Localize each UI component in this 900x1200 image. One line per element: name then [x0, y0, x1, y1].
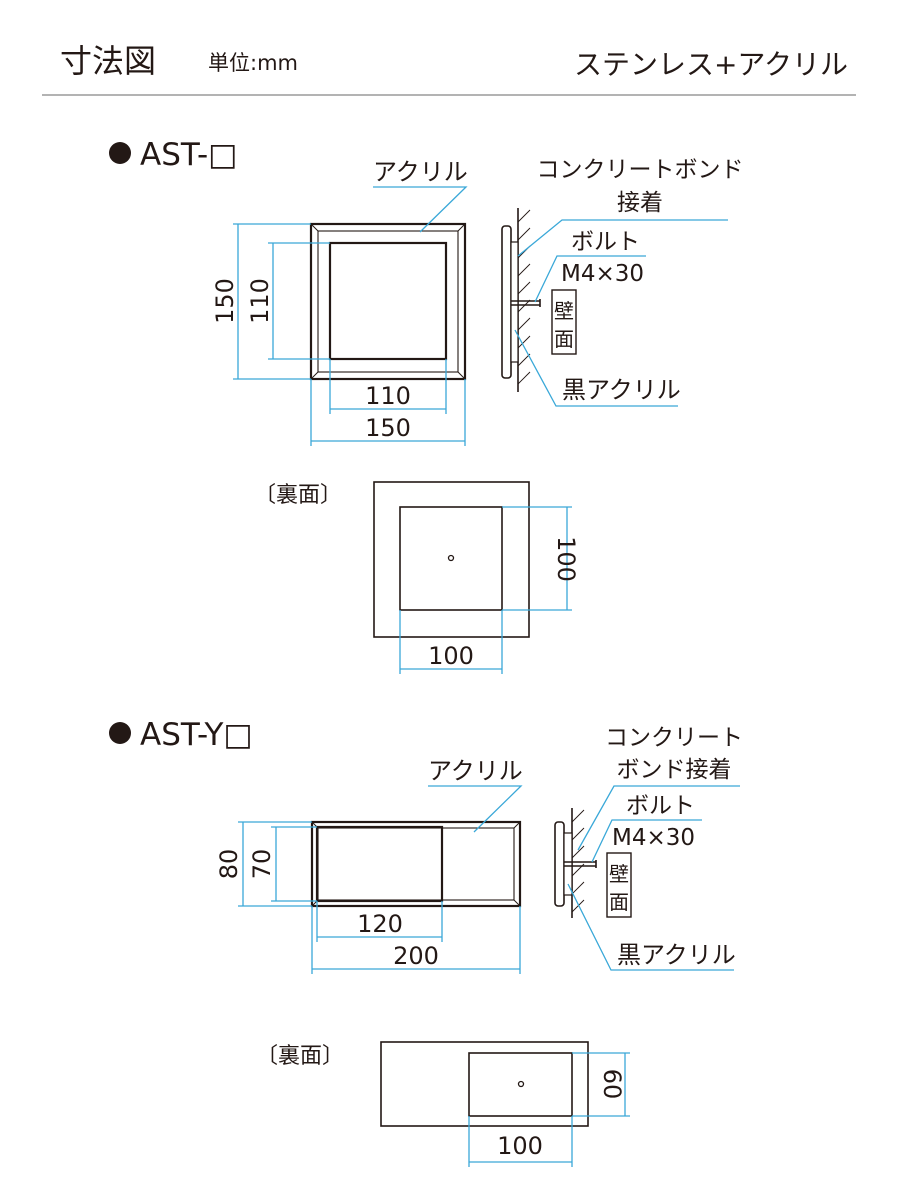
dim-inner-height: 70	[248, 826, 317, 902]
acrylic-label: アクリル	[373, 158, 468, 186]
bond-label-1: コンクリート	[605, 725, 743, 751]
back-recess	[399, 506, 503, 611]
acrylic-panel	[328, 241, 448, 361]
dim-back-height: 60	[572, 1052, 630, 1117]
wall-tag: 壁 面	[551, 289, 577, 355]
bullet-icon	[109, 142, 131, 164]
side-view	[501, 208, 541, 392]
black-acrylic-callout: 黒アクリル	[514, 329, 681, 407]
bond-label-1: コンクリートボンド	[537, 157, 744, 183]
section-ast-y: AST-Y□ アクリル 80 70	[109, 717, 743, 1167]
front-view	[309, 222, 467, 381]
bond-label-2: 接着	[617, 190, 663, 216]
dim-back-width: 100	[399, 610, 503, 674]
dim-label: 200	[393, 942, 439, 970]
front-view	[310, 820, 522, 908]
dim-label: 120	[357, 910, 403, 938]
side-view	[554, 808, 597, 918]
dim-label: 110	[246, 278, 274, 324]
plate-profile	[554, 821, 565, 907]
back-label: 〔裏面〕	[254, 483, 342, 508]
dim-inner-width: 120	[316, 901, 443, 942]
dim-label: 70	[248, 849, 276, 880]
dim-back-height: 100	[502, 506, 580, 611]
acrylic-label: アクリル	[428, 757, 523, 785]
bond-callout: コンクリート ボンド接着	[577, 725, 743, 851]
back-plate	[380, 1041, 589, 1127]
dim-label: 60	[598, 1069, 626, 1100]
acrylic-callout: アクリル	[428, 757, 523, 833]
header: 寸法図 単位:mm ステンレス+アクリル	[42, 42, 856, 96]
frame-bevel	[317, 827, 515, 901]
black-acrylic-callout: 黒アクリル	[567, 883, 736, 971]
back-label: 〔裏面〕	[256, 1044, 344, 1069]
dim-label: 110	[365, 382, 411, 410]
bolt-label: ボルト	[571, 229, 640, 255]
wall-label-2: 面	[554, 327, 574, 351]
dim-outer-width: 200	[311, 906, 521, 974]
section-ast: AST-□ アクリル 150 110	[109, 137, 744, 674]
dim-label: 100	[428, 642, 474, 670]
black-acrylic-spacer	[510, 241, 519, 363]
outer-frame	[310, 820, 522, 908]
back-plate	[373, 481, 530, 638]
bolt-label: ボルト	[626, 793, 695, 819]
outer-frame	[309, 222, 467, 381]
bolt-callout: ボルト M4×30	[591, 793, 702, 863]
bolt-hole-icon	[447, 554, 455, 562]
bolt-hole-icon	[517, 1080, 525, 1088]
section-title: AST-Y□	[140, 717, 253, 753]
bullet-icon	[109, 722, 131, 744]
page-title: 寸法図	[60, 42, 156, 80]
dim-label: 150	[365, 414, 411, 442]
frame-bevel	[317, 230, 459, 373]
acrylic-callout: アクリル	[373, 158, 468, 233]
section-title: AST-□	[140, 137, 237, 173]
wall-label-2: 面	[609, 890, 629, 914]
black-acrylic-label: 黒アクリル	[562, 376, 681, 404]
acrylic-panel	[315, 825, 444, 903]
bolt-size-label: M4×30	[561, 261, 644, 287]
wall-tag-box	[606, 852, 632, 918]
unit-label: 単位:mm	[208, 51, 298, 75]
dim-label: 80	[215, 849, 243, 880]
dim-back-width: 100	[468, 1116, 573, 1167]
back-view: 〔裏面〕 100 100	[254, 481, 580, 674]
bolt-size-label: M4×30	[612, 825, 695, 851]
dim-inner-width: 110	[329, 359, 447, 414]
dim-label: 150	[211, 278, 239, 324]
dim-label: 100	[552, 536, 580, 582]
wall-tag-box	[551, 289, 577, 355]
dim-outer-height: 150	[211, 223, 311, 380]
wall-label-1: 壁	[554, 299, 574, 323]
wall-tag: 壁 面	[606, 852, 632, 918]
bond-callout: コンクリートボンド 接着	[517, 157, 744, 257]
bond-label-2: ボンド接着	[617, 757, 732, 783]
dim-inner-height: 110	[246, 242, 330, 360]
back-recess	[468, 1052, 573, 1117]
material-label: ステンレス+アクリル	[574, 48, 848, 81]
black-acrylic-label: 黒アクリル	[617, 941, 736, 969]
plate-profile	[501, 225, 512, 379]
back-view: 〔裏面〕 60 100	[256, 1041, 630, 1167]
wall-hatch	[517, 209, 531, 385]
black-acrylic-spacer	[563, 832, 573, 896]
dim-label: 100	[497, 1132, 543, 1160]
dim-outer-height: 80	[215, 821, 312, 907]
wall-label-1: 壁	[609, 862, 629, 886]
dim-outer-width: 150	[310, 379, 466, 446]
bolt-callout: ボルト M4×30	[534, 229, 646, 303]
